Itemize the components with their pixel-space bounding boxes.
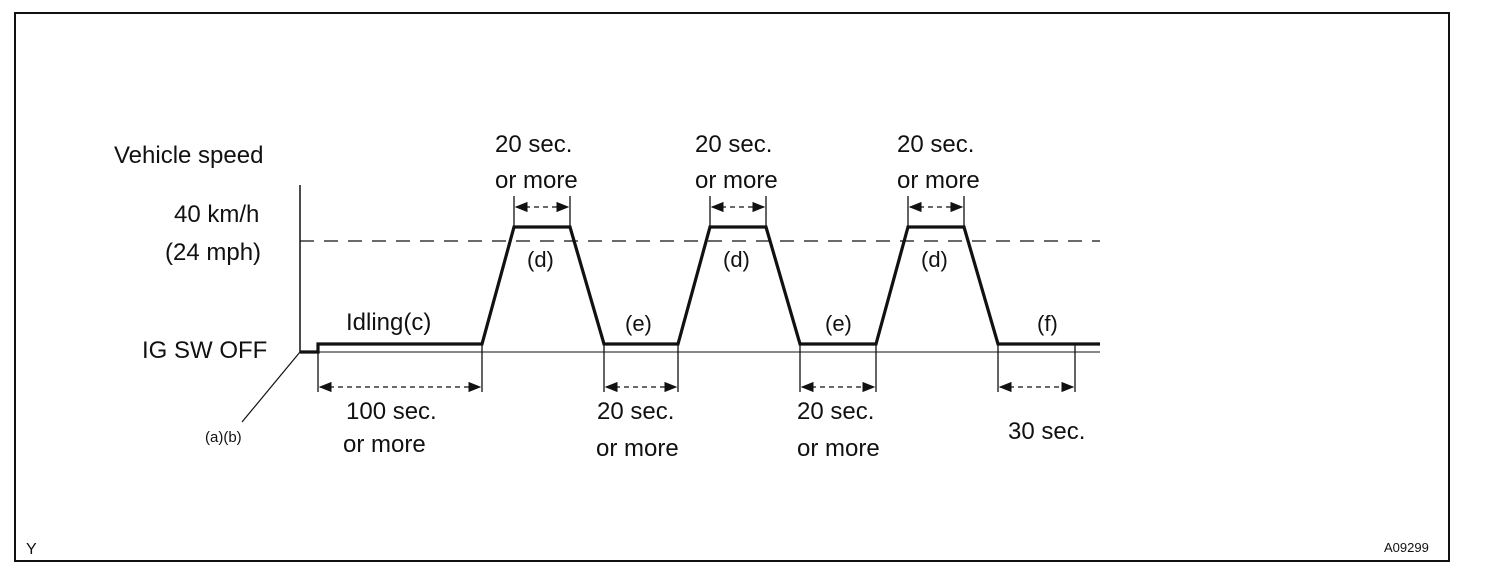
speed-profile: [300, 225, 1100, 354]
phase-d-label-2: (d): [723, 247, 750, 272]
phase-e-label-2: (e): [825, 311, 852, 336]
top-duration-2-line1: 20 sec.: [695, 131, 772, 158]
phase-f-label: (f): [1037, 311, 1058, 336]
corner-label-left: Y: [26, 541, 37, 558]
top-duration-1-line1: 20 sec.: [495, 131, 572, 158]
speed-value-mph-label: (24 mph): [165, 239, 261, 266]
idle-duration-line1: 100 sec.: [346, 398, 437, 425]
top-duration-3-line2: or more: [897, 167, 980, 194]
figure-code-label: A09299: [1384, 540, 1429, 555]
ab-label: (a)(b): [205, 429, 242, 446]
baseline-ticks: [317, 344, 1076, 392]
diagram-frame: [14, 12, 1450, 562]
dimension-arrows: [318, 201, 1075, 393]
top-duration-1-line2: or more: [495, 167, 578, 194]
bottom-duration-2-line2: or more: [797, 435, 880, 462]
phase-d-label-3: (d): [921, 247, 948, 272]
speed-value-label: 40 km/h: [174, 201, 259, 228]
bottom-duration-1-line2: or more: [596, 435, 679, 462]
vehicle-speed-label: Vehicle speed: [114, 142, 263, 169]
bottom-duration-2-line1: 20 sec.: [797, 398, 874, 425]
top-duration-2-line2: or more: [695, 167, 778, 194]
idle-duration-line2: or more: [343, 431, 426, 458]
phase-e-label-1: (e): [625, 311, 652, 336]
idling-label: Idling(c): [346, 309, 431, 336]
bottom-duration-1-line1: 20 sec.: [597, 398, 674, 425]
phase-d-label-1: (d): [527, 247, 554, 272]
ig-sw-off-label: IG SW OFF: [142, 337, 267, 364]
top-duration-3-line1: 20 sec.: [897, 131, 974, 158]
plateau-ticks: [513, 196, 965, 227]
ab-leader-line: [241, 351, 301, 423]
final-duration-label: 30 sec.: [1008, 418, 1085, 445]
